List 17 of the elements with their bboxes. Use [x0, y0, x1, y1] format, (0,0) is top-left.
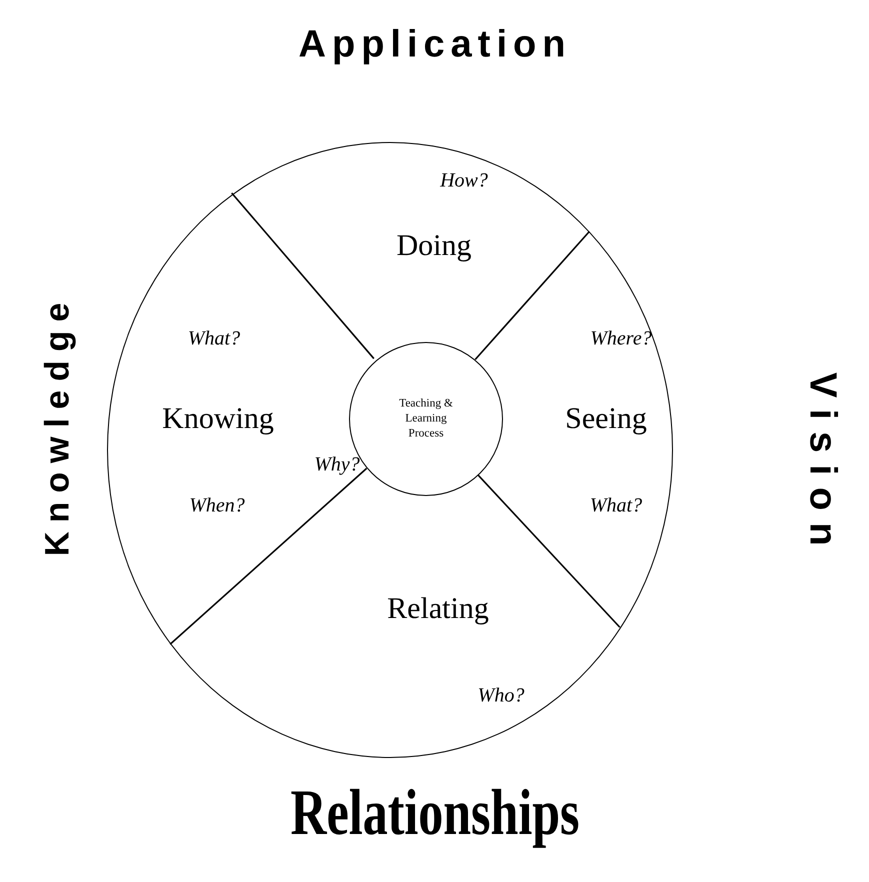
perspective-label: Vision [800, 372, 844, 558]
perspective-label: Application [298, 24, 572, 66]
question-text: What? [590, 494, 642, 518]
question-text: What? [188, 328, 240, 350]
sector-label: Doing [396, 229, 472, 263]
question-text: Where? [590, 328, 652, 350]
question-text: When? [189, 494, 245, 518]
question-text: How? [440, 170, 488, 192]
question-text: Who? [478, 684, 524, 708]
center-label: Teaching & Learning Process [398, 396, 454, 442]
sector-label: Knowing [162, 402, 274, 436]
wheel-circle [107, 142, 673, 758]
sector-label: Seeing [565, 402, 647, 436]
question-text: Why? [314, 454, 360, 476]
perspective-label: Relationships [290, 774, 580, 850]
perspective-label: Knowledge [38, 294, 78, 556]
sector-label: Relating [387, 592, 489, 626]
